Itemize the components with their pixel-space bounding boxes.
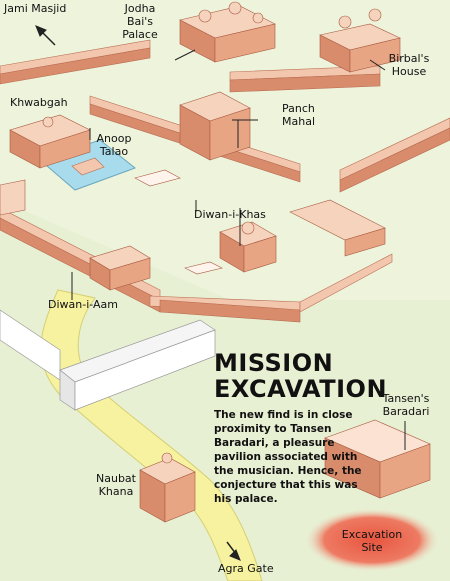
label-khwabgah: Khwabgah bbox=[10, 96, 68, 109]
buildings bbox=[0, 5, 401, 291]
label-naubat-line1: Naubat bbox=[96, 472, 136, 485]
domes bbox=[42, 1, 382, 235]
label-tansen-line2: Baradari bbox=[382, 405, 430, 418]
naubat-khana-building bbox=[139, 452, 196, 523]
label-agra-gate: Agra Gate bbox=[218, 562, 274, 575]
label-jami-masjid: Jami Masjid bbox=[4, 2, 67, 15]
label-anoop-talao: Anoop Talao bbox=[92, 132, 136, 158]
label-excavation-line1: Excavation bbox=[341, 528, 403, 541]
label-excavation-line2: Site bbox=[361, 541, 383, 554]
description-text: The new find is in close proximity to Ta… bbox=[214, 409, 362, 505]
label-panch-line2: Mahal bbox=[282, 115, 315, 128]
label-tansen-line1: Tansen's bbox=[382, 392, 430, 405]
label-tansens-baradari: Tansen's Baradari bbox=[375, 392, 437, 418]
label-jodha-line2: Bai's bbox=[126, 15, 154, 28]
label-birbal-line1: Birbal's bbox=[388, 52, 430, 65]
tansen-baradari-building bbox=[324, 419, 431, 499]
label-jodha-line3: Palace bbox=[122, 28, 158, 41]
label-panch-mahal: Panch Mahal bbox=[282, 102, 315, 128]
label-diwan-i-khas: Diwan-i-Khas bbox=[194, 208, 266, 221]
label-naubat-khana: Naubat Khana bbox=[92, 472, 140, 498]
label-excavation-site: Excavation Site bbox=[332, 528, 412, 554]
label-birbal-line2: House bbox=[391, 65, 427, 78]
leader-lines bbox=[71, 49, 406, 450]
label-jodha-bai-palace: Jodha Bai's Palace bbox=[116, 2, 164, 41]
label-anoop-line2: Talao bbox=[99, 145, 129, 158]
label-panch-line1: Panch bbox=[282, 102, 315, 115]
label-naubat-line2: Khana bbox=[98, 485, 134, 498]
headline-excavation: EXCAVATION bbox=[214, 375, 388, 403]
white-blocks bbox=[0, 309, 216, 411]
pool-platform bbox=[71, 157, 105, 176]
label-diwan-i-aam: Diwan-i-Aam bbox=[48, 298, 118, 311]
label-anoop-line1: Anoop bbox=[96, 132, 132, 145]
label-jodha-line1: Jodha bbox=[124, 2, 156, 15]
direction-arrows bbox=[35, 25, 241, 561]
label-birbals-house: Birbal's House bbox=[384, 52, 434, 78]
headline-mission: MISSION bbox=[214, 349, 334, 377]
excavation-site-glow bbox=[304, 508, 440, 572]
